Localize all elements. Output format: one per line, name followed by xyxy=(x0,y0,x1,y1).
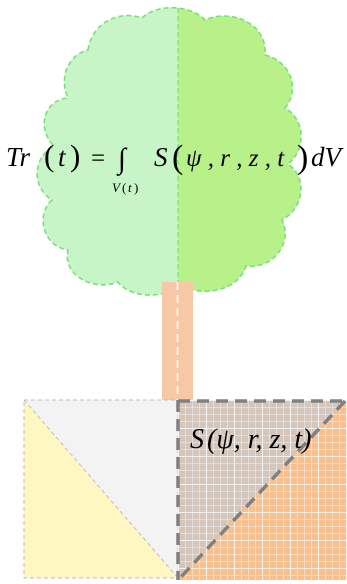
eq-equals: = xyxy=(91,145,105,172)
eq-domain-arg: t xyxy=(128,180,132,195)
eq-lhs-close-paren: ) xyxy=(70,138,80,173)
eq-integrand-open: ( xyxy=(172,139,183,176)
eq-integrand-symbol: S xyxy=(154,142,168,172)
soil-label-symbol: S xyxy=(190,424,204,455)
eq-domain-open: ( xyxy=(122,180,126,195)
eq-integrand-close: ) xyxy=(297,139,308,176)
eq-domain-close: ) xyxy=(134,180,138,195)
soil-sink-label: S (ψ, r, z, t) xyxy=(190,424,312,455)
soil-label-args: (ψ, r, z, t) xyxy=(207,424,312,455)
eq-lhs-symbol: Tr xyxy=(6,142,31,172)
eq-differential: dV xyxy=(311,142,345,172)
eq-integrand-args: ψ , r , z , t xyxy=(186,145,285,172)
eq-lhs-open-paren: ( xyxy=(44,138,54,173)
tree-trunk xyxy=(162,282,193,402)
